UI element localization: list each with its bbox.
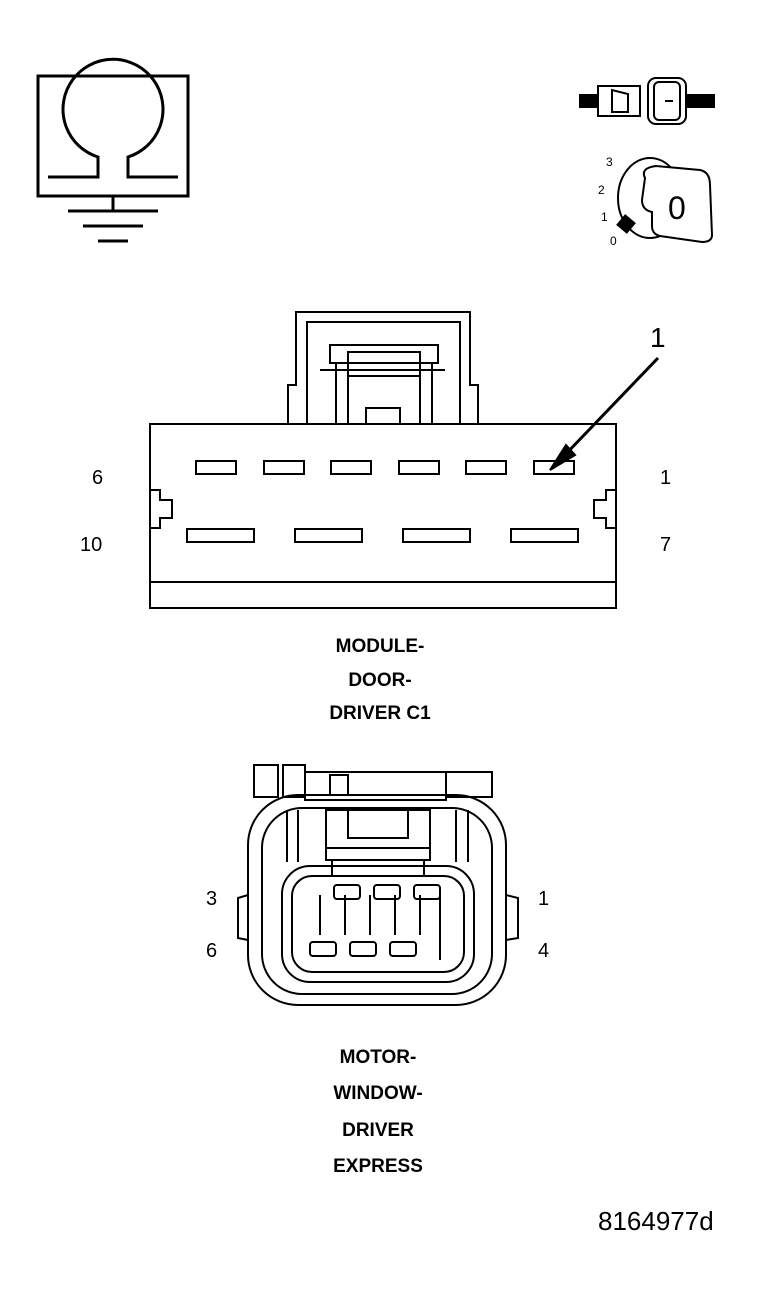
motor-pin-cavity	[373, 884, 401, 900]
connector-disconnect-icon	[579, 77, 715, 125]
ignition-position-0: 0	[610, 234, 617, 248]
c1-pin-row-top	[195, 460, 575, 475]
c1-pin-label-bottom-right: 7	[660, 534, 672, 556]
motor-pin-label-bottom-left: 6	[206, 940, 218, 962]
motor-pin-label-bottom-right: 4	[538, 940, 550, 962]
c1-pin-cavity	[263, 460, 305, 475]
motor-pin-row-top	[333, 884, 441, 900]
connector-motor	[237, 764, 519, 1006]
callout-arrow	[549, 356, 660, 471]
ignition-key-face: 0	[668, 190, 686, 226]
c1-pin-cavity	[330, 460, 372, 475]
c1-pin-cavity	[195, 460, 237, 475]
c1-pin-cavity	[398, 460, 440, 475]
c1-pin-row-bottom	[186, 528, 579, 543]
callout-number: 1	[650, 322, 666, 353]
c1-pin-cavity	[402, 528, 471, 543]
c1-caption-line-2: DOOR-	[348, 670, 412, 691]
figure-id: 8164977d	[598, 1206, 714, 1236]
motor-pin-label-top-right: 1	[538, 888, 550, 910]
ignition-off-icon	[616, 157, 714, 244]
ignition-position-2: 2	[598, 183, 605, 197]
c1-caption-line-1: MODULE-	[335, 636, 425, 657]
motor-pin-row-bottom	[309, 941, 417, 957]
motor-pin-cavity	[413, 884, 441, 900]
motor-caption-line-1: MOTOR-	[339, 1047, 417, 1068]
motor-pin-label-top-left: 3	[206, 888, 218, 910]
motor-pin-cavity	[333, 884, 361, 900]
motor-pin-cavity	[309, 941, 337, 957]
connector-c1	[149, 311, 617, 609]
c1-pin-cavity	[533, 460, 575, 475]
ohmmeter-ground-icon	[36, 57, 190, 243]
motor-caption-line-2: WINDOW-	[333, 1083, 423, 1104]
c1-pin-label-top-left: 6	[92, 467, 104, 489]
c1-pin-cavity	[186, 528, 255, 543]
motor-pin-cavity	[389, 941, 417, 957]
c1-caption-line-3: DRIVER C1	[329, 703, 431, 724]
motor-caption-line-3: DRIVER	[342, 1120, 414, 1141]
c1-pin-cavity	[294, 528, 363, 543]
c1-pin-cavity	[465, 460, 507, 475]
c1-pin-label-bottom-left: 10	[80, 534, 103, 556]
ignition-position-3: 3	[606, 155, 613, 169]
c1-pin-label-top-right: 1	[660, 467, 672, 489]
ignition-position-1: 1	[601, 210, 608, 224]
motor-caption-line-4: EXPRESS	[333, 1156, 423, 1177]
c1-pin-cavity	[510, 528, 579, 543]
motor-pin-cavity	[349, 941, 377, 957]
